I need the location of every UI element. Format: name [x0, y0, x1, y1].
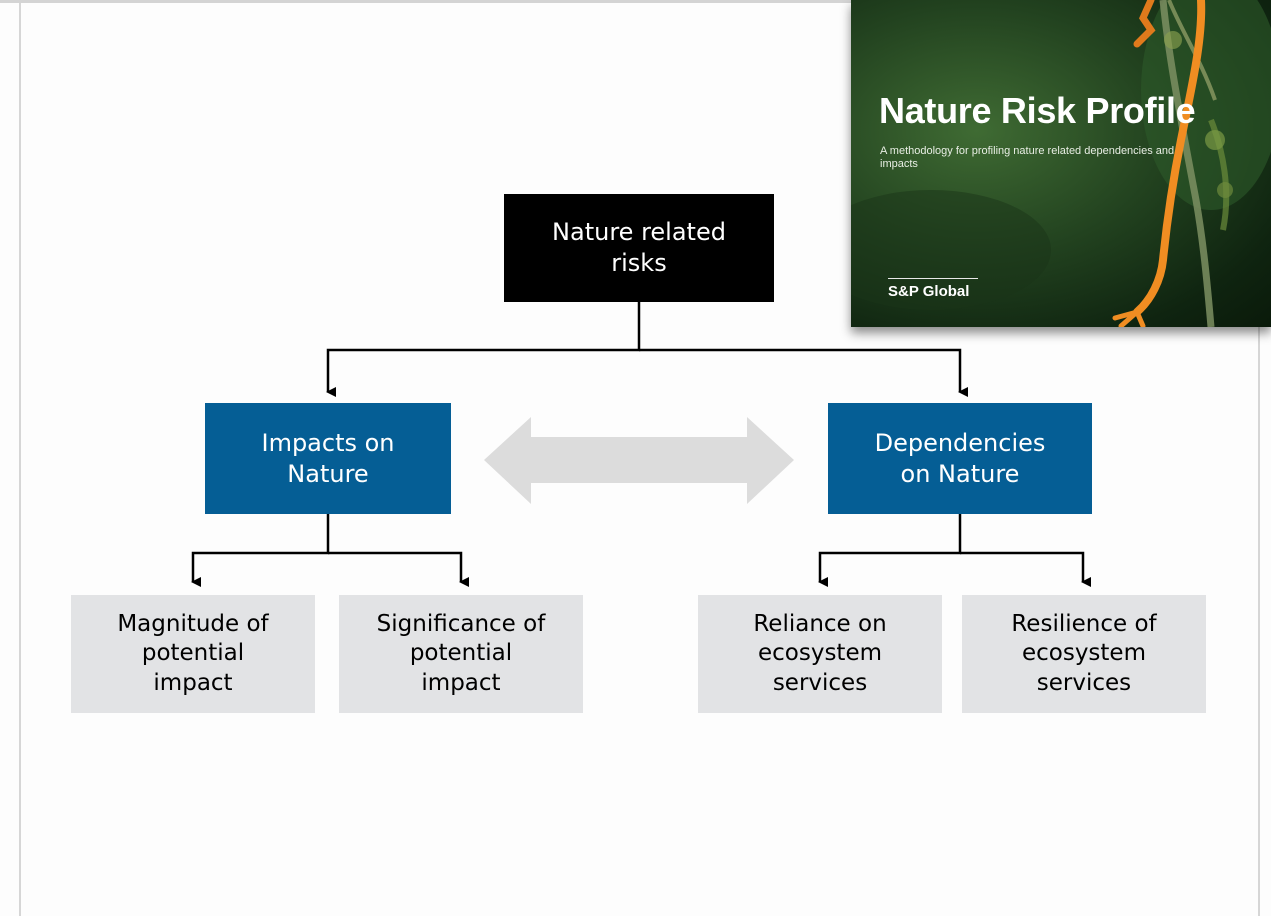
frame-right-border	[1258, 3, 1260, 916]
root-node-line1: Nature related	[552, 218, 726, 247]
significance-line1: Significance of	[376, 610, 546, 637]
magnitude-line2: potential	[141, 640, 245, 667]
connector-root-to-dependencies	[639, 348, 968, 397]
category-node-dependencies: Dependencies on Nature	[828, 403, 1092, 514]
category-node-impacts: Impacts on Nature	[205, 403, 451, 514]
connector-root-to-categories	[326, 302, 641, 397]
resilience-line3: services	[1036, 669, 1132, 696]
significance-line2: potential	[409, 640, 513, 667]
significance-line3: impact	[421, 669, 501, 696]
dependencies-line2: on Nature	[900, 459, 1020, 488]
resilience-line1: Resilience of	[1011, 610, 1157, 637]
cover-frog-illustration	[851, 0, 1271, 327]
frame-top-border	[0, 0, 1271, 3]
cover-subtitle: A methodology for profiling nature relat…	[880, 145, 1175, 171]
resilience-line2: ecosystem	[1021, 640, 1146, 667]
cover-brand-logo: S&P Global	[888, 283, 970, 300]
report-cover-image: Nature Risk Profile A methodology for pr…	[851, 0, 1271, 327]
root-node-nature-related-risks: Nature related risks	[504, 194, 774, 302]
double-arrow-shape	[484, 417, 794, 504]
connector-dependencies-to-resilience	[960, 551, 1091, 587]
leaf-node-magnitude: Magnitude of potential impact	[71, 595, 315, 713]
impacts-line1: Impacts on	[261, 428, 395, 457]
dependencies-line1: Dependencies	[874, 428, 1046, 457]
reliance-line2: ecosystem	[757, 640, 883, 667]
leaf-node-reliance: Reliance on ecosystem services	[698, 595, 942, 713]
frame-left-border	[19, 3, 21, 916]
magnitude-line1: Magnitude of	[117, 610, 269, 637]
magnitude-line3: impact	[153, 669, 233, 696]
reliance-line3: services	[772, 669, 868, 696]
impacts-line2: Nature	[287, 459, 369, 488]
connector-impacts-to-significance	[328, 551, 469, 587]
root-node-line2: risks	[611, 249, 667, 277]
connector-dependencies-to-reliance	[818, 514, 962, 587]
cover-brand-rule	[888, 278, 978, 279]
connector-impacts-to-magnitude	[191, 514, 330, 587]
cover-title: Nature Risk Profile	[879, 90, 1196, 131]
leaf-node-resilience: Resilience of ecosystem services	[962, 595, 1206, 713]
reliance-line1: Reliance on	[753, 610, 887, 637]
leaf-node-significance: Significance of potential impact	[339, 595, 583, 713]
